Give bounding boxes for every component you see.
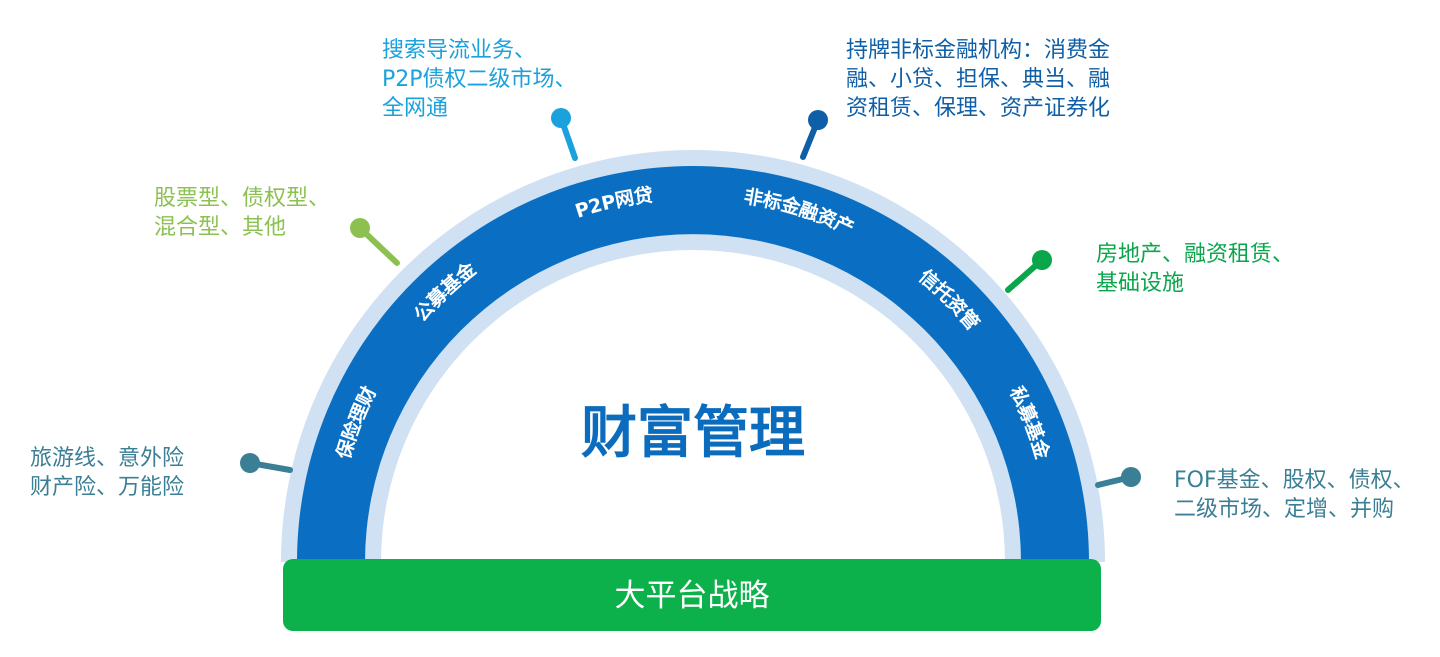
pin-head <box>808 110 828 130</box>
pin-head <box>240 453 260 473</box>
callout-p2p: 搜索导流业务、 P2P债权二级市场、 全网通 <box>382 36 577 123</box>
pin-head <box>551 108 571 128</box>
callout-line: 搜索导流业务、 <box>382 38 537 63</box>
callout-line: P2P债权二级市场、 <box>382 67 577 92</box>
pin-insurance <box>240 453 293 473</box>
pin-head <box>1121 467 1141 487</box>
pin-head <box>1032 250 1052 270</box>
pin-trust <box>1005 250 1052 293</box>
callout-line: 全网通 <box>382 96 449 121</box>
callout-line: 持牌非标金融机构：消费金 <box>846 38 1111 63</box>
callout-line: 融、小贷、担保、典当、融 <box>846 67 1111 92</box>
pin-nonstandard <box>800 110 828 160</box>
callout-nonstandard: 持牌非标金融机构：消费金 融、小贷、担保、典当、融 资租赁、保理、资产证券化 <box>846 36 1110 123</box>
callout-trust: 房地产、融资租赁、 基础设施 <box>1096 240 1294 298</box>
callout-line: 房地产、融资租赁、 <box>1096 242 1295 267</box>
callout-line: 混合型、其他 <box>154 215 287 240</box>
callout-line: 二级市场、定增、并购 <box>1174 497 1395 522</box>
center-title: 财富管理 <box>581 401 805 466</box>
base-bar <box>283 559 1101 631</box>
inner-band <box>297 166 1089 562</box>
callout-line: 旅游线、意外险 <box>30 446 185 471</box>
callout-public-fund: 股票型、债权型、 混合型、其他 <box>154 184 330 242</box>
callout-line: 资租赁、保理、资产证券化 <box>846 96 1111 121</box>
pin-p2p <box>551 108 578 161</box>
pin-head <box>350 218 370 238</box>
callout-line: 财产险、万能险 <box>30 475 185 500</box>
callout-insurance: 旅游线、意外险 财产险、万能险 <box>30 444 184 502</box>
callout-line: 股票型、债权型、 <box>154 186 331 211</box>
pin-private-fund <box>1095 467 1141 488</box>
base-label: 大平台战略 <box>615 578 770 614</box>
callout-private-fund: FOF基金、股权、债权、 二级市场、定增、并购 <box>1174 466 1415 524</box>
callout-line: FOF基金、股权、债权、 <box>1174 468 1415 493</box>
callout-line: 基础设施 <box>1096 271 1185 296</box>
pin-public-fund <box>350 218 400 266</box>
